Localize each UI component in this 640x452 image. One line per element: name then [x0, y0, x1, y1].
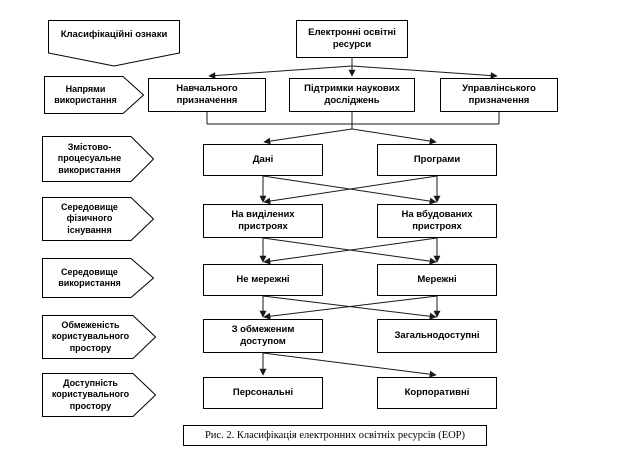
left-label-obmezhenist: Обмеженість користувального простору: [42, 315, 156, 359]
arrow-pentagon-shape: [42, 315, 156, 359]
left-label-napryamy: Напрями використання: [44, 76, 144, 114]
box-na-vydilenykh: На виділених пристроях: [203, 204, 323, 238]
box-label: Управлінського призначення: [462, 83, 536, 106]
arrow-pentagon-shape: [42, 136, 154, 182]
box-korporatyvni: Корпоративні: [377, 377, 497, 409]
box-personalni: Персональні: [203, 377, 323, 409]
left-label-text: Середовище фізичного існування: [61, 202, 118, 235]
classification-banner-label: Класифікаційні ознаки: [60, 29, 168, 40]
box-label: Програми: [413, 154, 461, 166]
box-label: Мережні: [417, 274, 457, 286]
root-box-label: Електронні освітні ресурси: [308, 27, 396, 50]
box-na-vbudovanykh: На вбудованих пристроях: [377, 204, 497, 238]
box-label: На виділених пристроях: [231, 209, 295, 232]
box-label: Загальнодоступні: [394, 330, 480, 342]
banner-shape: [48, 20, 180, 67]
box-navchalnogo: Навчального призначення: [148, 78, 266, 112]
box-merezhni: Мережні: [377, 264, 497, 296]
box-label: Дані: [252, 154, 274, 166]
figure-caption-text: Рис. 2. Класифікація електронних освітні…: [204, 430, 466, 441]
box-label: Персональні: [232, 387, 294, 399]
arrow-pentagon-shape: [44, 76, 144, 114]
box-label: Корпоративні: [404, 387, 470, 399]
left-label-dostupnist: Доступність користувального простору: [42, 373, 156, 417]
box-z-obmezhenym-dostupom: З обмеженим доступом: [203, 319, 323, 353]
classification-banner: Класифікаційні ознаки: [48, 20, 180, 67]
box-label: Навчального призначення: [176, 83, 238, 106]
box-upravlinskogo: Управлінського призначення: [440, 78, 558, 112]
box-programy: Програми: [377, 144, 497, 176]
left-label-zmistovo: Змістово-процесуальне використання: [42, 136, 154, 182]
root-box: Електронні освітні ресурси: [296, 20, 408, 58]
box-dani: Дані: [203, 144, 323, 176]
left-label-text: Напрями використання: [54, 83, 117, 105]
box-label: З обмеженим доступом: [231, 324, 295, 347]
left-label-text: Середовище використання: [58, 266, 121, 288]
left-label-seredovyshche-vykorystannya: Середовище використання: [42, 258, 154, 298]
box-ne-merezhni: Не мережні: [203, 264, 323, 296]
left-label-text: Обмеженість користувального простору: [51, 320, 130, 353]
left-label-seredovyshche-fizychne: Середовище фізичного існування: [42, 197, 154, 241]
arrow-pentagon-shape: [42, 197, 154, 241]
arrow-pentagon-shape: [42, 373, 156, 417]
figure-caption: Рис. 2. Класифікація електронних освітні…: [183, 425, 487, 446]
box-label: Не мережні: [236, 274, 290, 286]
arrow-pentagon-shape: [42, 258, 154, 298]
left-label-text: Змістово-процесуальне використання: [57, 142, 122, 175]
box-pidtrymky-naukovykh: Підтримки наукових досліджень: [289, 78, 415, 112]
box-label: Підтримки наукових досліджень: [304, 83, 400, 106]
left-label-text: Доступність користувального простору: [51, 378, 130, 411]
box-zagalnodostupni: Загальнодоступні: [377, 319, 497, 353]
box-label: На вбудованих пристроях: [401, 209, 473, 232]
